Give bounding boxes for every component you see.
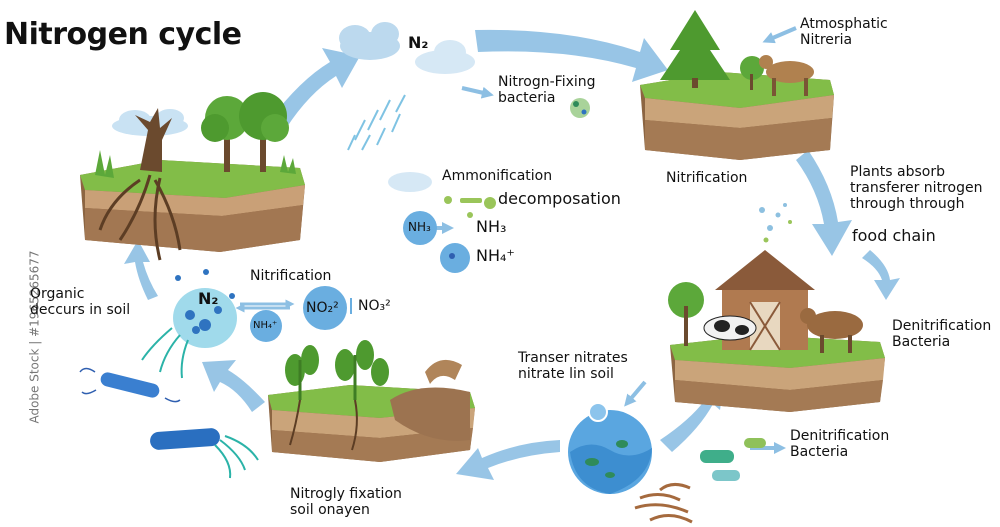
label-atmospheric-bacteria: Atmosphatic Nitreria [800,16,888,49]
label-n2-top: N₂ [408,33,429,52]
arrow-bottom [456,440,560,480]
bacteria-group-left [141,269,237,379]
bacteria-brown-cluster [634,483,693,524]
label-decomposation: decomposation [498,189,621,208]
arrow-right-lower [862,250,900,300]
bacteria-nitrogen-fixing [570,98,590,118]
water-sphere [568,402,652,494]
decomposition-dots [444,196,496,218]
arrow-bottom-left [202,360,265,412]
arrow-top [475,29,668,82]
cloud-small-mid [388,172,432,192]
watermark-vertical: Adobe Stock | #1965265677 [27,250,42,424]
label-nitrogen-fixing-bacteria: Nitrogn-Fixing bacteria [498,74,596,107]
bacteria-rod-teal [150,428,259,479]
label-organic: Organic deccurs in soil [30,286,131,319]
label-ammonification: Ammonification [442,168,553,184]
label-food-chain: food chain [852,226,936,245]
label-no2: NO₂² [306,300,339,316]
label-n2-mid: N₂ [198,289,219,308]
label-nh4: NH₄⁺ [476,246,515,265]
no2-bubble [303,286,347,330]
label-nitrification-mid: Nitrification [250,268,332,284]
label-nh3: NH₃ [476,217,507,236]
cycle-arrows [124,29,900,480]
label-nh3-bubble: NH₃ [408,220,431,234]
double-arrow-nitrification [235,299,295,313]
soil-block-forest [80,92,305,261]
rain [347,94,406,151]
label-nitrification-right: Nitrification [666,170,748,186]
label-plants-absorb: Plants absorb transferer nitrogen throug… [850,164,983,213]
bacteria-denitrification [700,438,766,481]
label-transfer-nitrates: Transer nitrates nitrate lin soil [518,350,628,383]
label-nitrogen-fixation: Nitrogly fixation soil onayen [290,486,402,519]
arrow-right [796,150,852,256]
label-nh4-bubble: NH₄⁺ [253,320,278,331]
nh4-bubble-upper [440,243,470,273]
cloud-n2 [339,22,400,60]
bacteria-rod-blue [79,367,181,403]
soil-block-plants [268,340,475,462]
nh3-bubble [403,211,437,245]
arrow-upper-left [270,48,360,130]
nh4-bubble [250,310,282,342]
cloud-right [415,40,475,74]
page-title: Nitrogen cycle [4,17,242,52]
label-denitrification-2: Denitrification Bacteria [790,428,890,461]
label-no3: NO₃² [350,298,391,315]
arrow-left [124,240,158,300]
soil-block-farm [668,203,885,412]
label-denitrification-1: Denitrification Bacteria [892,318,992,351]
soil-block-hill [640,10,834,160]
